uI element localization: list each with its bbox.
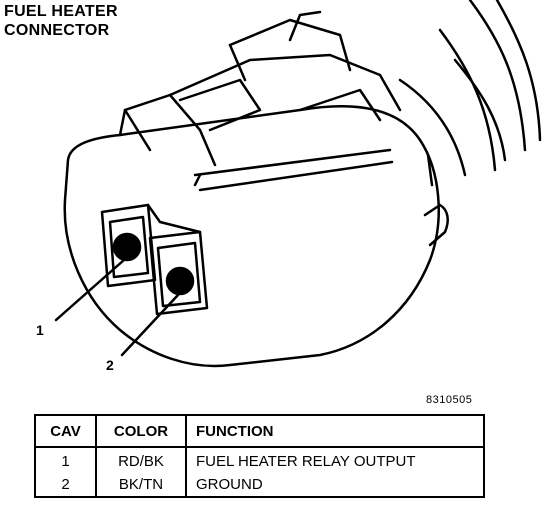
row-function: FUEL HEATER RELAY OUTPUT [196, 453, 416, 470]
row-color: BK/TN [96, 473, 187, 496]
cavity-2 [146, 203, 209, 316]
table-row: 2 BK/TN GROUND [36, 473, 483, 496]
table-row: 1 RD/BK FUEL HEATER RELAY OUTPUT [36, 447, 483, 474]
callout-label-2: 2 [106, 357, 114, 373]
connector-housing [63, 105, 440, 368]
row-cav: 1 [36, 447, 97, 474]
side-tab [423, 203, 449, 247]
diagram-title: FUEL HEATER CONNECTOR [4, 2, 118, 40]
header-function: FUNCTION [186, 416, 483, 448]
figure-number: 8310505 [426, 394, 473, 406]
title-line-1: FUEL HEATER [4, 3, 118, 20]
title-line-2: CONNECTOR [4, 22, 110, 39]
leader-line-1 [54, 258, 126, 322]
header-color: COLOR [96, 416, 187, 448]
table-header-row: CAV COLOR FUNCTION [36, 416, 483, 448]
wire-harness [398, 0, 542, 177]
leader-line-2 [120, 293, 180, 357]
connector-illustration [54, 0, 542, 368]
row-color: RD/BK [96, 447, 187, 474]
callout-label-1: 1 [36, 322, 44, 338]
pinout-table: CAV COLOR FUNCTION 1 RD/BK FUEL HEATER R… [34, 414, 485, 498]
header-cav: CAV [36, 416, 97, 448]
connector-latch [118, 10, 402, 192]
row-cav: 2 [36, 473, 97, 496]
row-function: GROUND [196, 475, 263, 493]
